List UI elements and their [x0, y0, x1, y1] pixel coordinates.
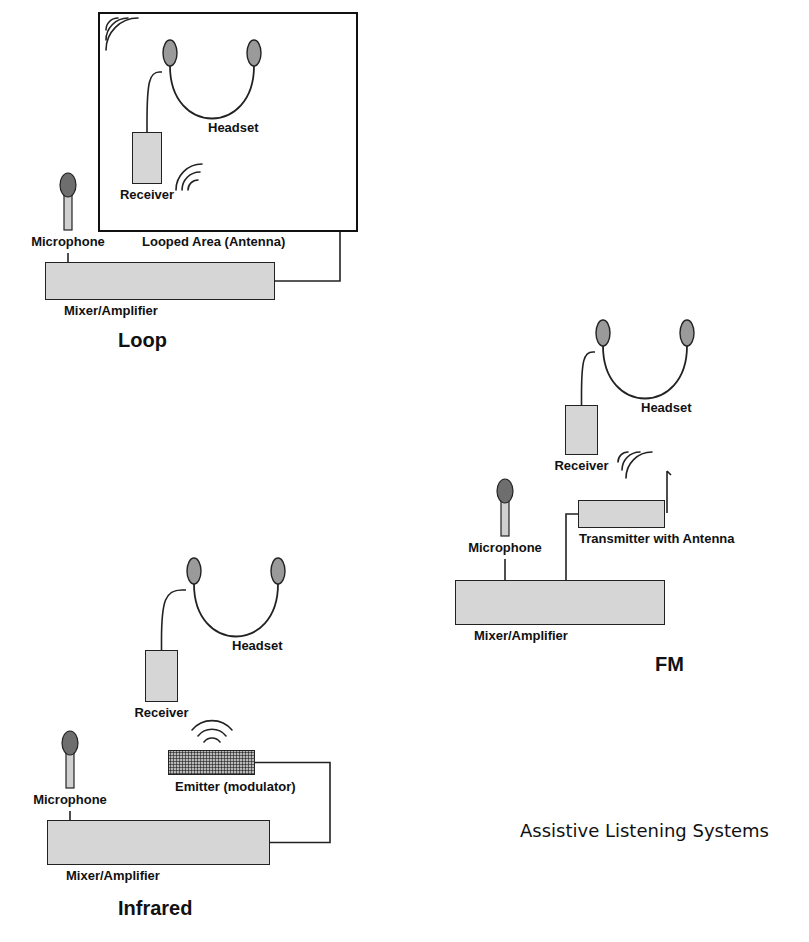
headset-label: Headset: [208, 120, 259, 135]
microphone-label: Microphone: [20, 790, 120, 811]
system-title: FM: [655, 652, 684, 676]
receiver-node: Receiver: [145, 650, 178, 702]
receiver-node: Receiver: [132, 132, 162, 184]
microphone-icon: [20, 730, 120, 790]
wire: [69, 811, 71, 820]
mic-handle: [64, 194, 72, 230]
wire: [504, 559, 506, 580]
headband: [603, 346, 687, 399]
mic-handle: [66, 752, 74, 788]
receiver-label: Receiver: [134, 705, 188, 720]
earpiece: [247, 40, 261, 66]
headset-label: Headset: [232, 638, 283, 653]
headband: [170, 66, 254, 119]
mixer-node: Mixer/Amplifier: [455, 580, 665, 625]
headset-icon: [186, 556, 286, 640]
emitter-node: Emitter (modulator): [168, 750, 255, 775]
headband: [194, 584, 278, 637]
caption: Assistive Listening Systems: [520, 820, 769, 842]
earpiece: [163, 40, 177, 66]
earpiece: [596, 320, 610, 346]
wave-arc: [622, 452, 640, 470]
mic-handle: [501, 500, 509, 536]
wave-arc: [176, 164, 202, 190]
headset-label: Headset: [641, 400, 692, 415]
microphone-icon: [455, 478, 555, 538]
area-label: Looped Area (Antenna): [142, 234, 285, 249]
earpiece: [680, 320, 694, 346]
receiver-label: Receiver: [120, 187, 174, 202]
wave-arc: [106, 18, 138, 50]
system-title: Loop: [118, 328, 167, 352]
mixer-label: Mixer/Amplifier: [474, 628, 568, 643]
mixer-node: Mixer/Amplifier: [47, 820, 270, 865]
headset-icon: [162, 38, 262, 122]
mic-node: Microphone: [455, 478, 555, 559]
wave-arc: [192, 721, 232, 730]
loop-node: Looped Area (Antenna)HeadsetReceiver: [98, 12, 358, 232]
emitter-label: Emitter (modulator): [175, 779, 296, 794]
earpiece: [271, 558, 285, 584]
mic-head: [497, 479, 513, 503]
wire: [162, 590, 187, 650]
wire: [566, 514, 578, 580]
microphone-label: Microphone: [18, 232, 118, 253]
microphone-label: Microphone: [455, 538, 555, 559]
antenna-rod: [667, 471, 671, 513]
mixer-label: Mixer/Amplifier: [66, 868, 160, 883]
mic-head: [60, 173, 76, 197]
mic-head: [62, 731, 78, 755]
wave-arc: [188, 180, 198, 190]
mic-node: Microphone: [20, 730, 120, 811]
wave-arc: [204, 738, 220, 742]
headset-node: Headset: [162, 38, 262, 138]
wave-arc: [198, 729, 226, 736]
mic-node: Microphone: [18, 172, 118, 253]
wire: [582, 352, 596, 405]
receiver-node: Receiver: [565, 405, 598, 455]
wave-arc: [626, 452, 652, 478]
system-title: Infrared: [118, 896, 192, 920]
antenna: [664, 469, 674, 515]
headset-node: Headset: [186, 556, 286, 656]
mixer-label: Mixer/Amplifier: [64, 303, 158, 318]
wire: [147, 72, 162, 132]
earpiece: [187, 558, 201, 584]
transmitter-node: Transmitter with Antenna: [578, 500, 665, 528]
receiver-label: Receiver: [554, 458, 608, 473]
mixer-node: Mixer/Amplifier: [45, 262, 275, 300]
transmitter-label: Transmitter with Antenna: [579, 531, 735, 546]
wave-arc: [182, 172, 200, 190]
microphone-icon: [18, 172, 118, 232]
headset-node: Headset: [595, 318, 695, 418]
headset-icon: [595, 318, 695, 402]
wire: [67, 253, 69, 262]
